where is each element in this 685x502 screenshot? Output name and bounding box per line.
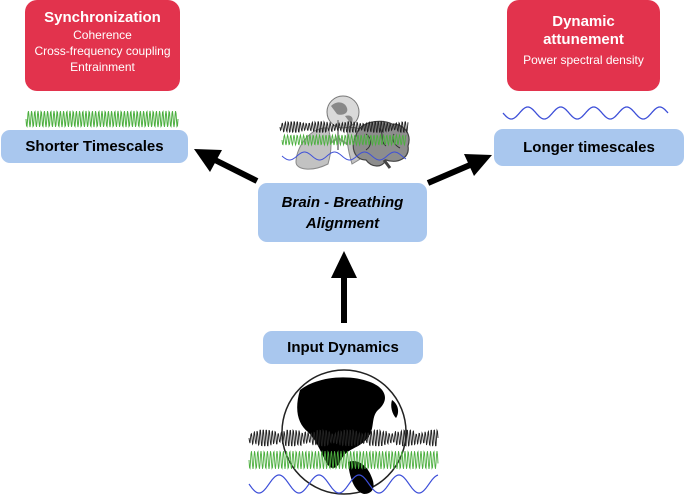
arrow-up-to-center xyxy=(331,251,357,323)
sync-item-entrainment: Entrainment xyxy=(70,60,135,74)
brain-breathing-alignment-node: Brain - Breathing Alignment xyxy=(258,183,427,242)
central-green-wave xyxy=(281,133,407,147)
input-black-wave xyxy=(248,428,439,447)
input-green-wave xyxy=(248,450,439,470)
attunement-item-psd: Power spectral density xyxy=(523,53,644,67)
short-timescale-wave xyxy=(25,110,179,128)
arrow-to-shorter xyxy=(194,149,259,184)
sync-item-coherence: Coherence xyxy=(73,28,132,42)
shorter-timescales-label: Shorter Timescales xyxy=(25,138,164,155)
dynamic-attunement-title-2: attunement xyxy=(543,31,624,48)
dynamic-attunement-title-1: Dynamic xyxy=(552,13,615,30)
shorter-timescales-node: Shorter Timescales xyxy=(1,130,188,163)
central-black-wave xyxy=(279,120,409,134)
longer-timescales-node: Longer timescales xyxy=(494,129,684,166)
arrow-to-longer xyxy=(426,154,492,186)
center-label-line2: Alignment xyxy=(305,214,380,232)
input-dynamics-node: Input Dynamics xyxy=(263,331,423,364)
center-label-line1: Brain - Breathing xyxy=(281,193,404,211)
globe-icon xyxy=(326,95,360,129)
input-blue-wave xyxy=(248,474,439,494)
long-timescale-wave xyxy=(502,106,669,120)
longer-timescales-label: Longer timescales xyxy=(523,139,655,156)
central-blue-wave xyxy=(281,151,407,161)
synchronization-title: Synchronization xyxy=(44,9,161,26)
synchronization-box: Synchronization Coherence Cross-frequenc… xyxy=(25,0,180,91)
sync-item-cfc: Cross-frequency coupling xyxy=(34,44,171,58)
dynamic-attunement-box: Dynamic attunement Power spectral densit… xyxy=(507,0,660,91)
brain-breathing-illustration xyxy=(279,95,410,170)
input-dynamics-label: Input Dynamics xyxy=(287,339,399,356)
